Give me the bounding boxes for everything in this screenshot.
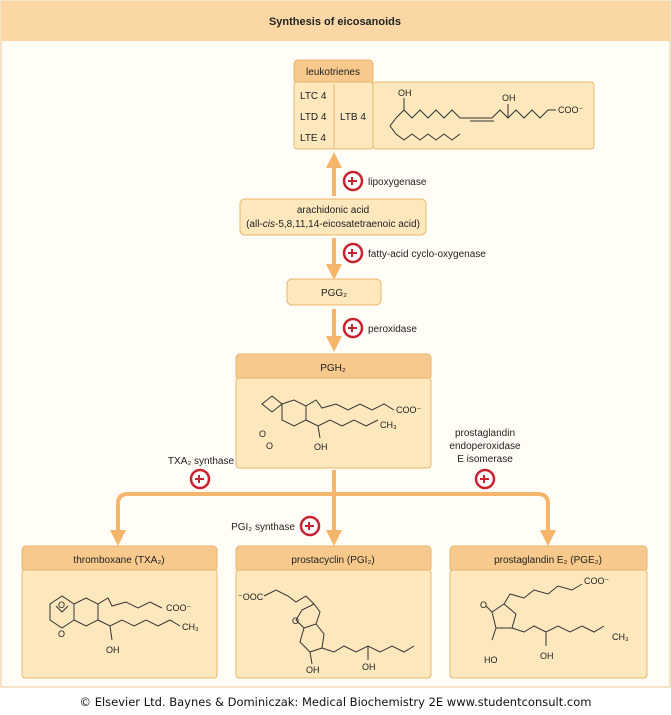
pge2-hydroxyl-ring: HO xyxy=(484,655,498,665)
pge2-structure-box xyxy=(449,569,648,679)
title-banner xyxy=(1,1,670,41)
thromboxane-oxygen-2: O xyxy=(58,629,65,639)
pgh2-hydroxyl: OH xyxy=(314,442,328,452)
pge2-methyl: CH₃ xyxy=(612,632,629,642)
prostacyclin-hydroxyl-2: OH xyxy=(362,662,376,672)
txa-synthase-label: TXA₂ synthase xyxy=(168,456,235,467)
pgg2-box xyxy=(286,278,382,306)
pgh2-structure: COO⁻ CH₃ OH O O xyxy=(259,395,422,452)
arrow-to-pge2 xyxy=(334,492,556,546)
thromboxane-structure-box xyxy=(21,569,218,679)
pgg2-label: PGG₂ xyxy=(321,288,347,299)
ltb4-carboxylate: COO⁻ xyxy=(558,105,584,115)
copyright-footer: © Elsevier Ltd. Baynes & Dominiczak: Med… xyxy=(79,695,592,709)
lipoxygenase-label: lipoxygenase xyxy=(368,177,427,188)
cyclooxygenase-enzyme-icon xyxy=(342,242,364,264)
peroxidase-enzyme-icon xyxy=(342,317,364,339)
pge-isomerase-label-1: prostaglandin xyxy=(455,428,515,439)
txa-synthase-enzyme-icon xyxy=(189,468,211,490)
prostacyclin-label: prostacyclin (PGI₂) xyxy=(291,555,374,566)
arachidonic-acid-label: arachidonic acid xyxy=(297,205,369,216)
arachidonic-acid-systematic: (all-cis-5,8,11,14-eicosatetraenoic acid… xyxy=(246,219,420,230)
thromboxane-label: thromboxane (TXA₂) xyxy=(73,555,164,566)
pgh2-methyl: CH₃ xyxy=(380,420,397,430)
arrow-to-thromboxane xyxy=(110,492,334,546)
peroxidase-label: peroxidase xyxy=(368,324,417,335)
diagram-title: Synthesis of eicosanoids xyxy=(269,16,401,28)
arachidonic-acid-box xyxy=(239,198,427,236)
leukotrienes-label: leukotrienes xyxy=(306,67,360,78)
thromboxane-oxygen-1: O xyxy=(58,600,65,610)
pgh2-structure-box xyxy=(235,377,432,469)
pge2-structure: COO⁻ O CH₃ HO OH xyxy=(480,576,629,665)
pgh2-label: PGH₂ xyxy=(320,363,346,374)
prostacyclin-oxygen: O xyxy=(292,616,299,626)
ltb4-structure: OH OH COO⁻ xyxy=(389,88,584,141)
pge-isomerase-enzyme-icon xyxy=(474,468,496,490)
prostacyclin-structure-box xyxy=(235,569,432,679)
prostacyclin-hydroxyl-1: OH xyxy=(306,665,320,675)
lipoxygenase-enzyme-icon xyxy=(342,170,364,192)
prostacyclin-carboxylate: ⁻OOC xyxy=(238,592,264,602)
thromboxane-hydroxyl: OH xyxy=(106,645,120,655)
thromboxane-structure: COO⁻ CH₃ OH O O xyxy=(49,595,199,655)
pge2-hydroxyl-chain: OH xyxy=(540,651,554,661)
ltd4-label: LTD 4 xyxy=(300,112,327,123)
pgh2-carboxylate: COO⁻ xyxy=(396,405,422,415)
pge-isomerase-label-2: endoperoxidase xyxy=(449,441,521,452)
pgh2-oxygen-1: O xyxy=(259,429,266,439)
ltc4-label: LTC 4 xyxy=(300,91,327,102)
prostacyclin-structure: ⁻OOC O OH OH xyxy=(238,589,415,675)
thromboxane-carboxylate: COO⁻ xyxy=(166,603,192,613)
pge2-keto-oxygen: O xyxy=(480,600,487,610)
cyclooxygenase-label: fatty-acid cyclo-oxygenase xyxy=(368,249,486,260)
pgi-synthase-enzyme-icon xyxy=(299,515,321,537)
pge-isomerase-label-3: E isomerase xyxy=(457,454,513,465)
ltb4-label: LTB 4 xyxy=(340,112,366,123)
pge2-label: prostaglandin E₂ (PGE₂) xyxy=(494,555,602,566)
lte4-label: LTE 4 xyxy=(300,133,326,144)
pgi-synthase-label: PGI₂ synthase xyxy=(231,522,295,533)
pgh2-oxygen-2: O xyxy=(266,441,273,451)
ltb4-structure-box xyxy=(372,81,595,150)
ltb4-oh-right: OH xyxy=(502,93,516,103)
thromboxane-methyl: CH₃ xyxy=(182,622,199,632)
ltb4-oh-left: OH xyxy=(398,88,412,98)
pge2-carboxylate: COO⁻ xyxy=(584,576,610,586)
